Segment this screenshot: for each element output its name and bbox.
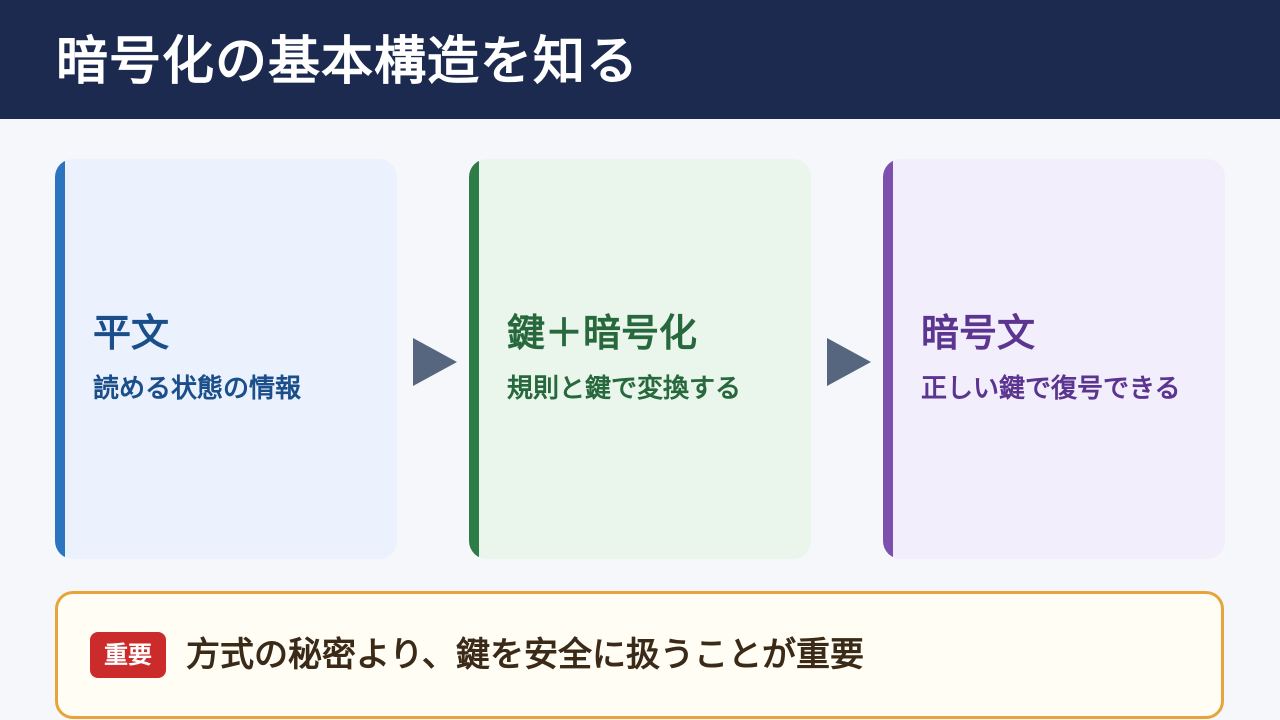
card-accent-bar (55, 159, 65, 559)
card-accent-bar (469, 159, 479, 559)
important-note: 重要 方式の秘密より、鍵を安全に扱うことが重要 (55, 591, 1224, 719)
triangle-right-icon (413, 338, 457, 386)
header-bar: 暗号化の基本構造を知る (0, 0, 1280, 119)
card-title: 平文 (93, 311, 170, 355)
card-body: 鍵＋暗号化 規則と鍵で変換する (507, 159, 791, 559)
card-description: 読める状態の情報 (93, 374, 302, 404)
card-body: 暗号文 正しい鍵で復号できる (921, 159, 1205, 559)
card-description: 正しい鍵で復号できる (921, 374, 1181, 404)
important-badge: 重要 (90, 632, 166, 678)
step-card-plaintext: 平文 読める状態の情報 (55, 159, 397, 559)
step-card-key-encryption: 鍵＋暗号化 規則と鍵で変換する (469, 159, 811, 559)
page-title: 暗号化の基本構造を知る (56, 32, 640, 92)
step-card-ciphertext: 暗号文 正しい鍵で復号できる (883, 159, 1225, 559)
triangle-right-icon (827, 338, 871, 386)
note-text: 方式の秘密より、鍵を安全に扱うことが重要 (186, 635, 864, 675)
card-body: 平文 読める状態の情報 (93, 159, 377, 559)
card-title: 暗号文 (921, 311, 1036, 355)
card-description: 規則と鍵で変換する (507, 374, 742, 404)
card-accent-bar (883, 159, 893, 559)
card-title: 鍵＋暗号化 (507, 311, 698, 355)
